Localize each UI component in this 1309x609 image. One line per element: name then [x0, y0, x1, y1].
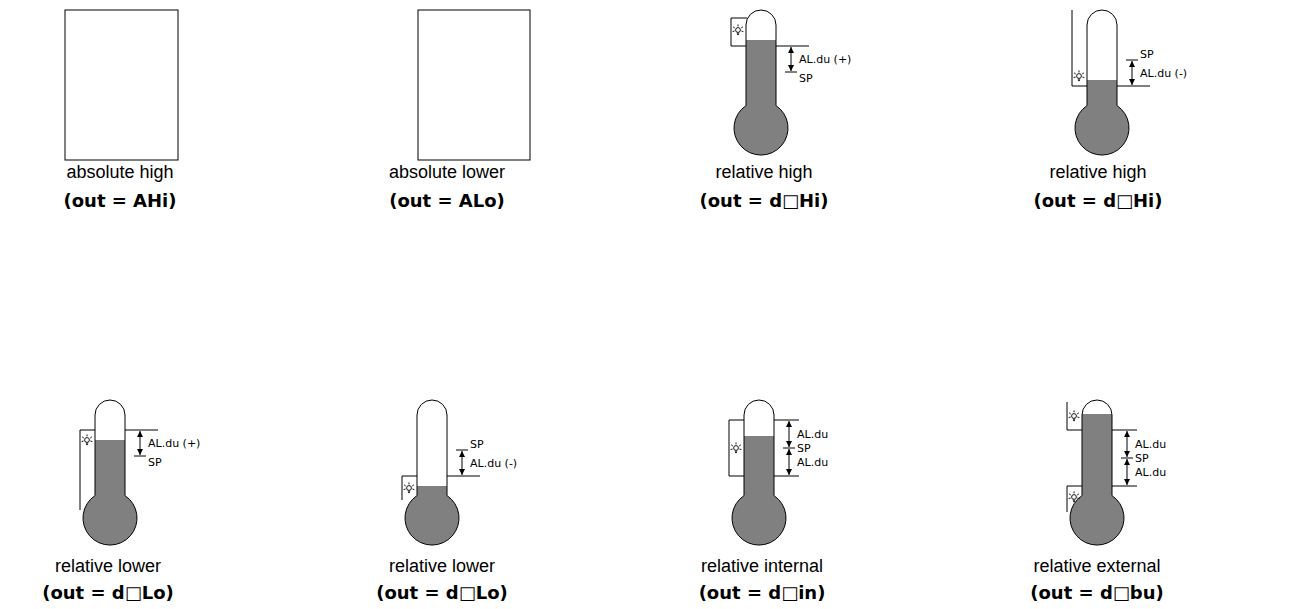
threshold-label: SP: [148, 456, 162, 469]
threshold-label: AL.du: [797, 428, 828, 441]
panel-caption: relative external: [1033, 556, 1160, 576]
empty-panel: [65, 10, 178, 160]
threshold-label: AL.du (+): [799, 53, 851, 66]
panel-caption: absolute lower: [389, 162, 505, 182]
threshold-label: AL.du: [1135, 466, 1166, 479]
thermometer: [1067, 400, 1137, 545]
threshold-label: AL.du (+): [148, 437, 200, 450]
panel-caption: relative internal: [701, 556, 823, 576]
panel-caption: relative lower: [55, 556, 161, 576]
thermometer: [731, 10, 809, 155]
threshold-label: AL.du: [1135, 438, 1166, 451]
thermometer: [80, 400, 158, 545]
threshold-label: SP: [1140, 48, 1154, 61]
threshold-label: AL.du (-): [1140, 67, 1187, 80]
empty-panel: [418, 10, 530, 160]
output-code: (out = d□Hi): [1034, 190, 1163, 212]
threshold-label: AL.du (-): [470, 457, 517, 470]
output-code: (out = d□Lo): [376, 582, 508, 604]
output-code: (out = AHi): [63, 190, 176, 212]
output-code: (out = d□Lo): [42, 582, 174, 604]
output-code: (out = d□Hi): [700, 190, 829, 212]
thermometer: [1072, 10, 1150, 155]
panel-caption: absolute high: [66, 162, 173, 182]
panel-caption: relative high: [1049, 162, 1146, 182]
output-code: (out = d□in): [699, 582, 826, 604]
threshold-label: AL.du: [797, 456, 828, 469]
threshold-label: SP: [797, 442, 811, 455]
thermometer: [729, 400, 799, 545]
thermometer: [402, 400, 480, 545]
threshold-label: SP: [470, 438, 484, 451]
panel-caption: relative lower: [389, 556, 495, 576]
output-code: (out = d□bu): [1030, 582, 1163, 604]
panel-caption: relative high: [715, 162, 812, 182]
threshold-label: SP: [1135, 452, 1149, 465]
threshold-label: SP: [799, 72, 813, 85]
output-code: (out = ALo): [389, 190, 505, 212]
